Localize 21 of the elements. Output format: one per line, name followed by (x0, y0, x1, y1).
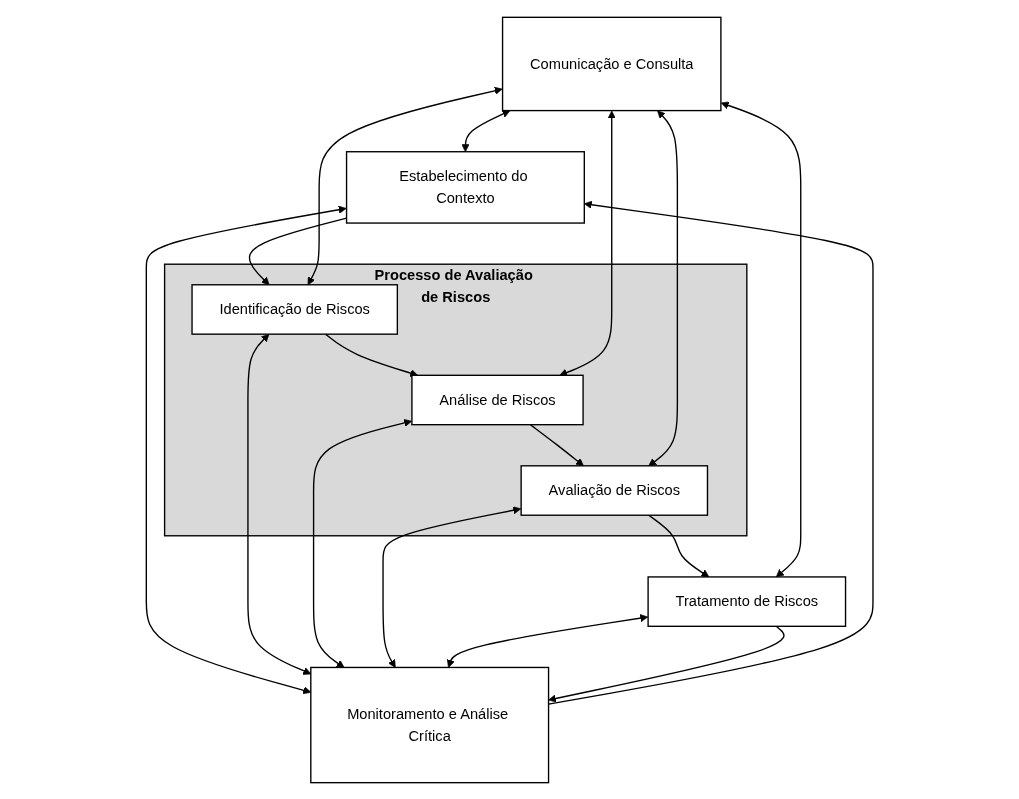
arrow (145, 205, 347, 694)
node-box: Comunicação e Consulta (501, 16, 722, 111)
arrow (307, 86, 503, 285)
arrow (247, 333, 311, 675)
arrow (648, 110, 678, 466)
node-box: Identificação de Riscos (191, 283, 398, 335)
node-box: Análise de Riscos (411, 374, 584, 425)
arrow (647, 514, 710, 577)
node-box: Tratamento de Riscos (647, 575, 847, 627)
node-box: Estabelecimento do Contexto (345, 150, 585, 224)
arrow (559, 110, 616, 376)
node-box: Monitoramento e Análise Crítica (309, 666, 550, 783)
arrow (720, 101, 802, 577)
arrow (382, 505, 521, 668)
node-box: Avaliação de Riscos (520, 464, 708, 516)
arrow (312, 418, 412, 668)
arrow (324, 332, 418, 377)
arrow (446, 613, 648, 668)
arrow (461, 109, 511, 152)
arrow (548, 625, 785, 702)
arrow (529, 423, 584, 466)
